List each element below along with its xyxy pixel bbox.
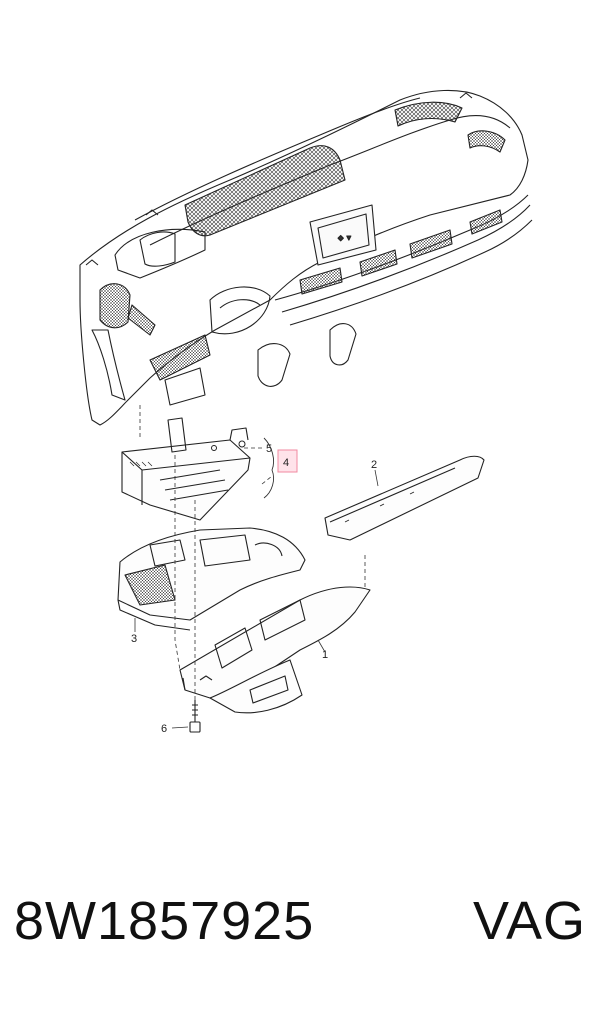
callout-bracket-4 [263,437,275,499]
leader-lines [134,469,379,729]
part-5-clips [211,440,246,451]
brand-label: VAG [472,891,586,951]
assembly-lines [139,405,366,700]
callout-5[interactable]: 5 [266,443,272,455]
part-3-lower-trim [117,527,306,631]
svg-text:◆ ▼: ◆ ▼ [338,235,352,242]
part-2-panel [324,455,485,541]
callout-2[interactable]: 2 [371,459,377,471]
callout-6[interactable]: 6 [161,723,167,735]
part-6-screw [189,700,201,733]
part-number: 8W1857925 [14,891,315,951]
callout-4-highlight[interactable] [277,449,298,473]
callout-3[interactable]: 3 [131,633,137,645]
callout-1[interactable]: 1 [322,649,328,661]
parts-exploded-diagram: ◆ ▼ [79,89,533,735]
callout-4[interactable]: 4 [283,457,289,469]
part-4-housing [121,417,251,521]
dashboard-assembly: ◆ ▼ [79,89,533,426]
part-1-glovebox [179,586,371,714]
